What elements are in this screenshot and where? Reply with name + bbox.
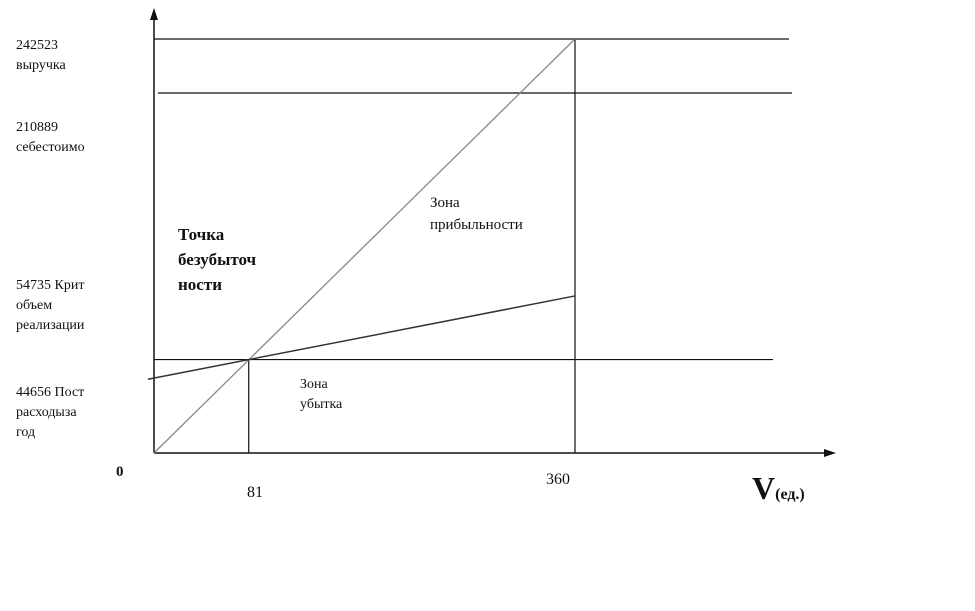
x-axis-title: V(ед.): [752, 472, 805, 506]
loss-zone-label: Зона убытка: [300, 377, 343, 412]
x-axis-arrowhead: [824, 449, 836, 457]
origin-label: 0: [116, 464, 124, 480]
x-axis-title-letter: V: [752, 470, 776, 506]
y-label-fixed-costs: 44656 Пост расходыза год: [16, 385, 85, 440]
y-label-cost: 210889 себестоимо: [16, 120, 85, 155]
y-label-critical-volume: 54735 Крит объем реализации: [16, 278, 85, 333]
cost-line: [147, 295, 576, 380]
x-axis-title-unit: (ед.): [775, 486, 805, 503]
y-label-revenue: 242523 выручка: [16, 38, 66, 73]
x-tick-label-81: 81: [247, 484, 263, 501]
profit-zone-label: Зона прибыльности: [430, 195, 523, 233]
x-tick-label-360: 360: [546, 471, 570, 488]
break-even-label: Точка безубыточ ности: [178, 225, 257, 294]
y-axis-arrowhead: [150, 8, 158, 20]
revenue-line: [153, 38, 576, 454]
